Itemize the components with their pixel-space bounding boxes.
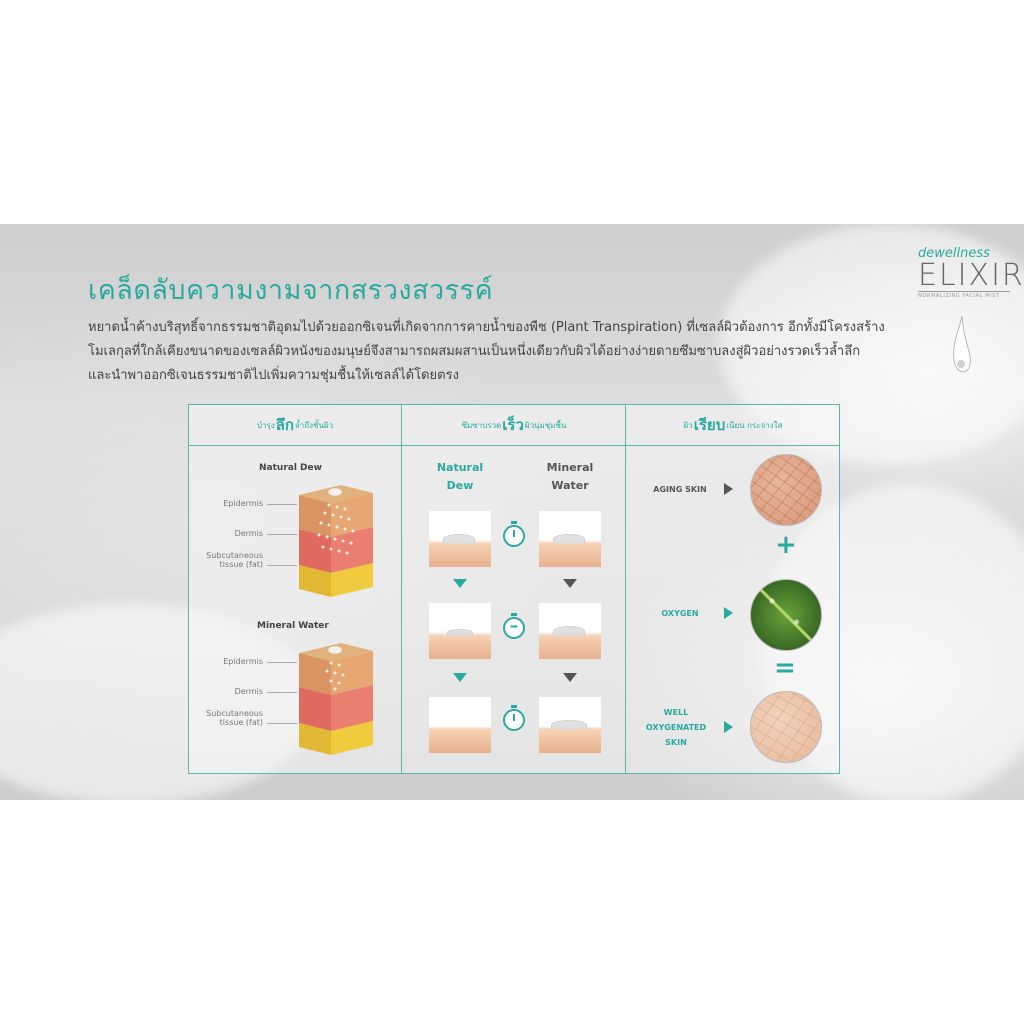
subcutaneous-line: Subcutaneous: [206, 551, 263, 560]
tissue-line: tissue (fat): [219, 718, 263, 727]
stopwatch-icon: [503, 521, 525, 547]
water-drop-icon: [953, 315, 971, 373]
mineral-water-sample: [539, 603, 601, 659]
brand-name: dewellness: [918, 246, 990, 261]
heading-line: Water: [551, 479, 589, 492]
heading-line: Dew: [446, 479, 474, 492]
dermis-label: Dermis: [234, 687, 263, 696]
paragraph-line: และนำพาออกซิเจนธรรมชาติไปเพิ่มความชุ่มชื…: [88, 368, 459, 383]
page-title: เคล็ดลับความงามจากสรวงสวรรค์: [88, 275, 494, 306]
arrow-right-icon: [724, 721, 733, 733]
plus-sign: +: [775, 530, 797, 560]
product-tagline: NORMALIZING FACIAL MIST: [918, 291, 1010, 299]
dermis-label: Dermis: [234, 529, 263, 538]
label-pointer: [267, 692, 297, 693]
header-text: ผิวนุ่มชุ่มชื้น: [524, 420, 567, 430]
header-text: บำรุง: [256, 420, 275, 430]
natural-dew-sample: [429, 511, 491, 567]
aging-skin-label: AGING SKIN: [653, 485, 707, 494]
hero-banner: dewellness ELIXIR NORMALIZING FACIAL MIS…: [0, 224, 1024, 800]
subcutaneous-label: Subcutaneous tissue (fat): [189, 709, 263, 727]
mineral-water-heading: Mineral Water: [540, 459, 600, 495]
fast-absorb-column: ซึมซาบรวด เร็ว ผิวนุ่มชุ่มชื้น Natural D…: [401, 405, 626, 773]
heading-line: Natural: [436, 461, 484, 474]
paragraph-line: โมเลกุลที่ใกล้เคียงขนาดของเซลล์ผิวหนังขอ…: [88, 344, 861, 359]
label-line: SKIN: [665, 738, 687, 747]
heading-line: Mineral: [546, 461, 594, 474]
oxygen-label: OXYGEN: [661, 609, 699, 618]
arrow-right-icon: [724, 483, 733, 495]
well-oxygenated-label: WELL OXYGENATED SKIN: [636, 705, 716, 750]
deep-nourish-column: บำรุง ลึก ล้ำถึงชั้นผิว Natural Dew: [189, 405, 401, 773]
epidermis-label: Epidermis: [223, 499, 263, 508]
column-header: ผิว เรียบ เนียน กระจ่างใส: [626, 405, 840, 446]
subcutaneous-line: Subcutaneous: [206, 709, 263, 718]
stopwatch-icon: [503, 705, 525, 731]
comparison-panel: บำรุง ลึก ล้ำถึงชั้นผิว Natural Dew: [188, 404, 840, 774]
header-emphasis: เรียบ: [693, 416, 726, 434]
header-emphasis: เร็ว: [502, 416, 524, 434]
label-pointer: [267, 534, 297, 535]
label-pointer: [267, 662, 297, 663]
label-line: WELL: [663, 708, 689, 717]
header-text: ซึมซาบรวด: [461, 420, 502, 430]
product-name: ELIXIR: [918, 258, 1024, 293]
tissue-line: tissue (fat): [219, 560, 263, 569]
subcutaneous-label: Subcutaneous tissue (fat): [189, 551, 263, 569]
mineral-water-sample: [539, 697, 601, 753]
natural-dew-sample: [429, 697, 491, 753]
natural-dew-label: Natural Dew: [259, 463, 322, 473]
label-pointer: [267, 565, 297, 566]
arrow-down-icon: [453, 579, 467, 588]
natural-dew-sample: [429, 603, 491, 659]
label-pointer: [267, 723, 297, 724]
paragraph-line: หยาดน้ำค้างบริสุทธิ์จากธรรมชาติอุดมไปด้ว…: [88, 320, 885, 335]
header-text: ผิว: [683, 420, 693, 430]
oxygen-leaf-image: [750, 579, 822, 651]
header-emphasis: ลึก: [275, 416, 294, 434]
smooth-skin-column: ผิว เรียบ เนียน กระจ่างใส AGING SKIN + O…: [625, 405, 840, 773]
column-header: ซึมซาบรวด เร็ว ผิวนุ่มชุ่มชื้น: [402, 405, 626, 446]
arrow-down-icon: [453, 673, 467, 682]
arrow-down-icon: [563, 673, 577, 682]
header-text: เนียน กระจ่างใส: [726, 420, 783, 430]
skin-layers-diagram: [299, 485, 373, 597]
stopwatch-icon: [503, 613, 525, 639]
natural-dew-heading: Natural Dew: [430, 459, 490, 495]
column-header: บำรุง ลึก ล้ำถึงชั้นผิว: [189, 405, 401, 446]
well-oxygenated-skin-image: [750, 691, 822, 763]
intro-paragraph: หยาดน้ำค้างบริสุทธิ์จากธรรมชาติอุดมไปด้ว…: [88, 316, 908, 388]
arrow-right-icon: [724, 607, 733, 619]
header-text: ล้ำถึงชั้นผิว: [294, 420, 334, 430]
skin-layers-diagram: [299, 643, 373, 755]
label-line: OXYGENATED: [645, 723, 707, 732]
aging-skin-image: [750, 454, 822, 526]
label-pointer: [267, 504, 297, 505]
equals-sign: =: [774, 653, 796, 683]
mineral-water-sample: [539, 511, 601, 567]
mineral-water-label: Mineral Water: [257, 621, 329, 631]
brand-logo: dewellness ELIXIR NORMALIZING FACIAL MIS…: [918, 246, 1024, 299]
epidermis-label: Epidermis: [223, 657, 263, 666]
arrow-down-icon: [563, 579, 577, 588]
